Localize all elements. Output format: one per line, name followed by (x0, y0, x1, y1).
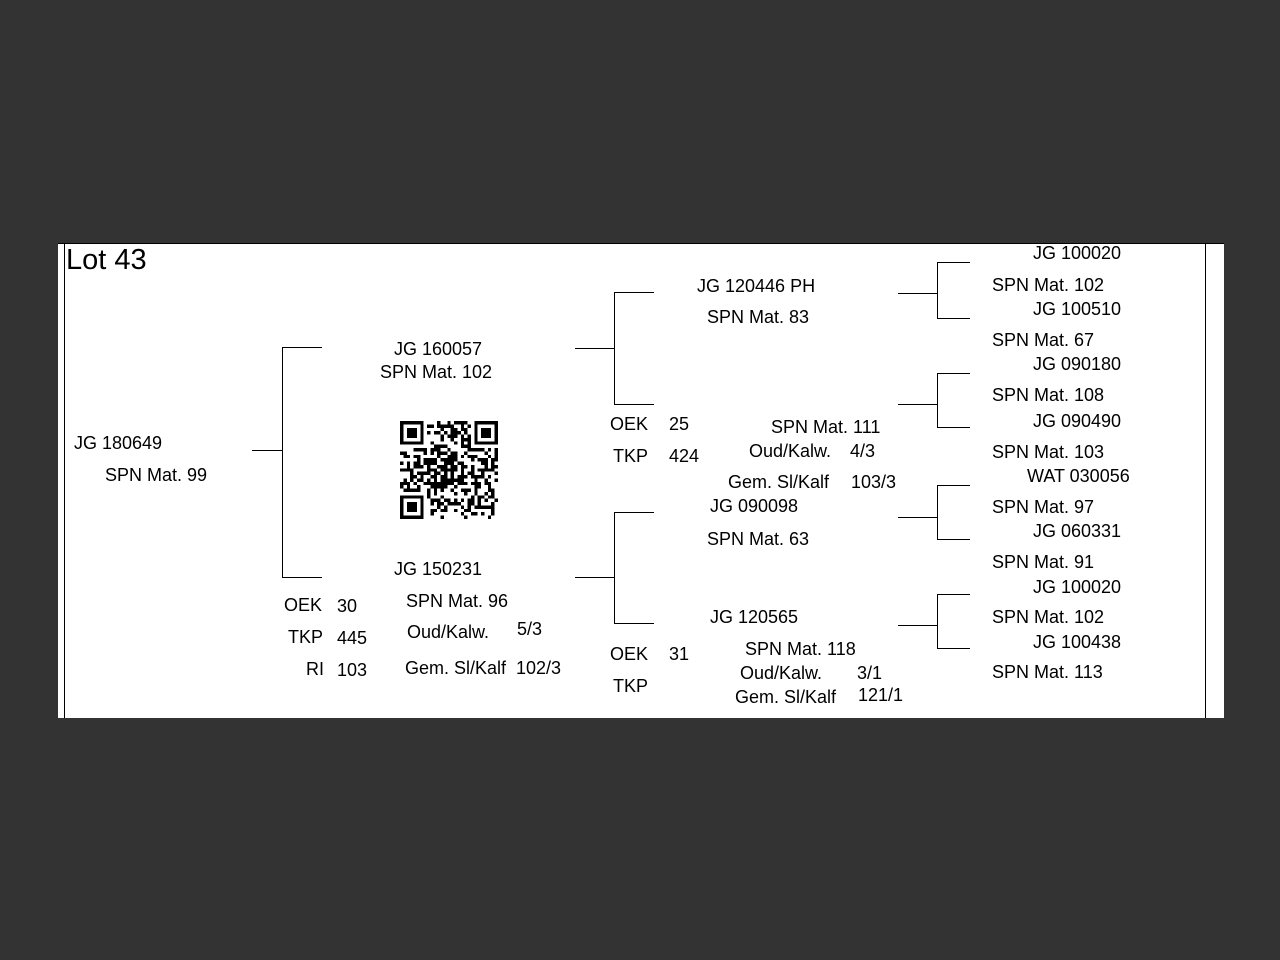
ggp-id: JG 100438 (1033, 632, 1122, 652)
ggp-id: JG 100020 (1033, 243, 1122, 263)
connector (614, 404, 654, 405)
ggp-spn: SPN Mat. 108 (992, 385, 1105, 405)
connector (282, 347, 283, 577)
connector (898, 293, 938, 294)
connector (937, 594, 970, 595)
dam-dam-oek-label: OEK (610, 644, 649, 664)
connector (575, 348, 614, 349)
sire-dam-gem-value: 103/3 (851, 472, 897, 492)
dam-dam-oud-value: 3/1 (857, 663, 883, 683)
sire-spn: SPN Mat. 102 (379, 362, 493, 382)
ggp-id: WAT 030056 (1027, 466, 1130, 486)
ggp-id: JG 090490 (1033, 411, 1122, 431)
sire-dam-oud-label: Oud/Kalw. (749, 441, 832, 461)
connector (937, 262, 938, 319)
ggp-spn: SPN Mat. 113 (992, 662, 1103, 682)
sire-dam-oek-value: 25 (669, 414, 690, 434)
connector (898, 517, 938, 518)
connector (937, 373, 970, 374)
dam-sire-id: JG 090098 (710, 496, 799, 516)
right-border (1205, 244, 1206, 718)
connector (898, 404, 938, 405)
ggp-spn: SPN Mat. 97 (992, 497, 1095, 517)
qr-code (400, 421, 498, 519)
dam-dam-gem-label: Gem. Sl/Kalf (735, 687, 837, 707)
connector (937, 427, 970, 428)
dam-oud-value: 5/3 (517, 619, 543, 639)
connector (575, 577, 614, 578)
sire-dam-spn: SPN Mat. 111 (771, 417, 881, 437)
left-border (64, 244, 65, 718)
ggp-spn: SPN Mat. 103 (992, 442, 1105, 462)
connector (282, 577, 322, 578)
dam-spn: SPN Mat. 96 (406, 591, 509, 611)
connector (937, 373, 938, 428)
connector (282, 347, 322, 348)
ggp-id: JG 100020 (1033, 577, 1122, 597)
ggp-spn: SPN Mat. 67 (992, 330, 1095, 350)
dam-dam-id: JG 120565 (710, 607, 799, 627)
connector (937, 318, 970, 319)
sire-dam-tkp-value: 424 (669, 446, 700, 466)
animal-id: JG 180649 (74, 433, 163, 453)
sire-sire-id: JG 120446 PH (697, 276, 816, 296)
ggp-spn: SPN Mat. 102 (992, 275, 1105, 295)
dam-dam-tkp-label: TKP (613, 676, 649, 696)
connector (614, 292, 654, 293)
dam-id: JG 150231 (393, 559, 483, 579)
sire-dam-tkp-label: TKP (613, 446, 649, 466)
connector (614, 512, 654, 513)
dam-gem-label: Gem. Sl/Kalf (405, 658, 507, 678)
ggp-id: JG 090180 (1033, 354, 1122, 374)
sire-dam-gem-label: Gem. Sl/Kalf (728, 472, 830, 492)
lot-title: Lot 43 (66, 244, 147, 276)
dam-tkp-label: TKP (288, 627, 324, 647)
connector (614, 292, 615, 405)
dam-dam-oud-label: Oud/Kalw. (740, 663, 823, 683)
connector (937, 594, 938, 649)
connector (614, 623, 654, 624)
dam-gem-value: 102/3 (516, 658, 562, 678)
connector (937, 539, 970, 540)
connector (937, 262, 970, 263)
dam-dam-gem-value: 121/1 (858, 685, 904, 705)
dam-oek-value: 30 (337, 596, 358, 616)
connector (937, 485, 938, 540)
pedigree-sheet: Lot 43 JG 180649 SPN Mat. 99 JG 160057 S… (58, 243, 1224, 718)
sire-dam-oek-label: OEK (610, 414, 649, 434)
dam-tkp-value: 445 (337, 628, 368, 648)
dam-oud-label: Oud/Kalw. (407, 622, 490, 642)
connector (937, 485, 970, 486)
dam-sire-spn: SPN Mat. 63 (707, 529, 810, 549)
dam-dam-spn: SPN Mat. 118 (745, 639, 856, 659)
connector (614, 512, 615, 623)
sire-id: JG 160057 (393, 339, 483, 359)
sire-sire-spn: SPN Mat. 83 (707, 307, 810, 327)
dam-ri-value: 103 (337, 660, 368, 680)
connector (898, 625, 938, 626)
dam-ri-label: RI (306, 659, 324, 679)
ggp-id: JG 100510 (1033, 299, 1122, 319)
dam-dam-oek-value: 31 (669, 644, 690, 664)
connector (937, 648, 970, 649)
ggp-spn: SPN Mat. 102 (992, 607, 1105, 627)
ggp-id: JG 060331 (1033, 521, 1122, 541)
ggp-spn: SPN Mat. 91 (992, 552, 1095, 572)
animal-spn: SPN Mat. 99 (105, 465, 208, 485)
sire-dam-oud-value: 4/3 (850, 441, 876, 461)
dam-oek-label: OEK (284, 595, 323, 615)
connector (252, 450, 283, 451)
